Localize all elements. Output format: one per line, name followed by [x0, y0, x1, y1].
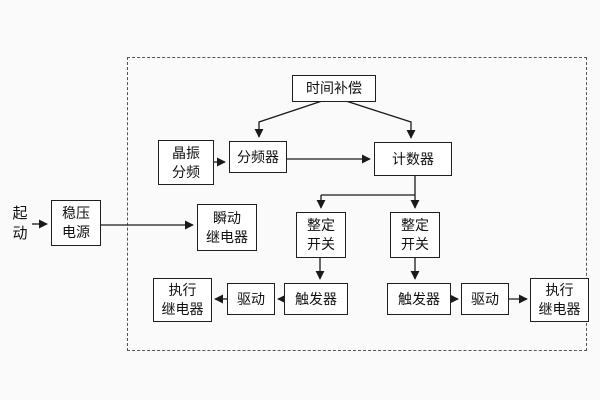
arrow-lines [32, 100, 528, 304]
box-execution-relay-right: 执行 继电器 [530, 278, 589, 322]
box-power-supply: 稳压 电源 [51, 200, 101, 246]
box-setting-switch-right: 整定 开关 [390, 212, 440, 258]
box-counter: 计数器 [374, 142, 452, 176]
module-boundary-frame [127, 57, 587, 351]
box-trigger-left: 触发器 [284, 283, 348, 315]
box-execution-relay-left: 执行 继电器 [153, 278, 212, 322]
box-trigger-right: 触发器 [387, 283, 451, 315]
box-setting-switch-left: 整定 开关 [296, 212, 346, 258]
box-instant-relay: 瞬动 继电器 [197, 204, 257, 251]
box-time-compensation: 时间补偿 [292, 75, 376, 102]
box-frequency-divider: 分频器 [229, 141, 287, 173]
box-crystal-frequency-division: 晶振 分频 [158, 140, 214, 185]
start-label: 起 动 [12, 205, 28, 242]
box-drive-right: 驱动 [461, 283, 509, 315]
box-drive-left: 驱动 [227, 283, 275, 315]
